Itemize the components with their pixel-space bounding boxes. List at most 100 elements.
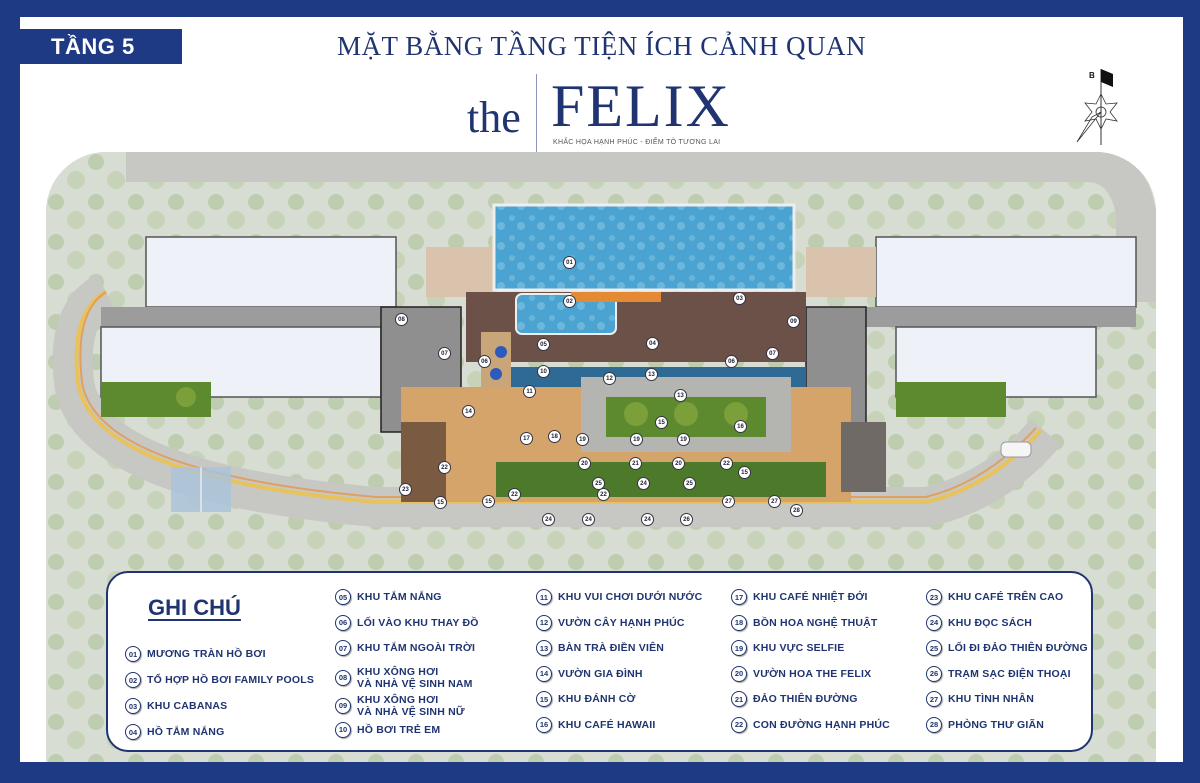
legend-label: KHU ĐÁNH CỜ xyxy=(558,693,636,705)
map-marker: 06 xyxy=(725,355,738,368)
legend-label-line: VÀ NHÀ VỆ SINH NỮ xyxy=(357,705,465,718)
legend-label-line: KHU TÌNH NHÂN xyxy=(948,693,1035,705)
brand-prefix: the xyxy=(467,93,521,142)
map-marker: 24 xyxy=(641,513,654,526)
legend-number-badge: 09 xyxy=(335,697,351,714)
legend-number-badge: 06 xyxy=(335,614,351,631)
legend-label-line: KHU VUI CHƠI DƯỚI NƯỚC xyxy=(558,591,703,603)
legend-number-badge: 20 xyxy=(731,665,747,682)
legend-label: KHU CAFÉ NHIỆT ĐỚI xyxy=(753,591,868,603)
map-marker: 06 xyxy=(478,355,491,368)
legend-label: KHU CAFÉ TRÊN CAO xyxy=(948,591,1063,603)
legend-label-line: VƯỜN GIA ĐÌNH xyxy=(558,667,643,680)
legend-number-badge: 17 xyxy=(731,589,747,605)
map-marker: 23 xyxy=(399,483,412,496)
legend-label: BÀN TRÀ ĐIỀN VIÊN xyxy=(558,642,664,654)
map-marker: 20 xyxy=(578,457,591,470)
legend-number-badge: 07 xyxy=(335,640,351,656)
legend-label-line: KHU CABANAS xyxy=(147,700,228,712)
legend-label-line: KHU ĐÁNH CỜ xyxy=(558,693,636,705)
legend-label-line: KHU XÔNG HƠI xyxy=(357,665,439,678)
legend-number-badge: 14 xyxy=(536,665,552,682)
map-marker: 18 xyxy=(548,430,561,443)
legend-label-line: KHU CAFÉ NHIỆT ĐỚI xyxy=(753,591,868,603)
legend-label: LỐI ĐI ĐẢO THIÊN ĐƯỜNG xyxy=(948,642,1088,654)
legend-label-line: PHÒNG THƯ GIÃN xyxy=(948,718,1045,731)
legend-number-badge: 03 xyxy=(125,698,141,714)
brand-divider xyxy=(536,74,537,152)
legend-item: 14 VƯỜN GIA ĐÌNH xyxy=(536,665,643,682)
map-marker: 20 xyxy=(672,457,685,470)
map-marker: 07 xyxy=(766,347,779,360)
poster-frame: TẦNG 5 MẶT BẰNG TẦNG TIỆN ÍCH CẢNH QUAN … xyxy=(20,17,1183,762)
legend-label-line: KHU VỰC SELFIE xyxy=(753,642,845,654)
legend-label: HỒ TẮM NẮNG xyxy=(147,726,224,738)
map-marker: 08 xyxy=(395,313,408,326)
legend-item: 20 VƯỜN HOA THE FELIX xyxy=(731,665,871,682)
legend-label-line: MƯƠNG TRÀN HỒ BƠI xyxy=(147,648,266,660)
legend-item: 17 KHU CAFÉ NHIỆT ĐỚI xyxy=(731,589,868,605)
map-marker: 28 xyxy=(790,504,803,517)
legend-label-line: LỐI ĐI ĐẢO THIÊN ĐƯỜNG xyxy=(948,642,1088,654)
legend-label: HỒ BƠI TRẺ EM xyxy=(357,724,440,736)
map-marker: 16 xyxy=(734,420,747,433)
map-marker: 24 xyxy=(542,513,555,526)
legend-item: 23 KHU CAFÉ TRÊN CAO xyxy=(926,589,1063,605)
legend-label-line: TRẠM SẠC ĐIỆN THOẠI xyxy=(948,667,1071,680)
map-marker: 19 xyxy=(630,433,643,446)
legend-label: KHU VỰC SELFIE xyxy=(753,642,844,654)
map-marker: 24 xyxy=(582,513,595,526)
legend-label-line: TỔ HỢP HỒ BƠI FAMILY POOLS xyxy=(147,674,315,686)
legend-label: LỐI VÀO KHU THAY ĐỒ xyxy=(357,617,479,629)
map-marker: 15 xyxy=(738,466,751,479)
map-marker: 05 xyxy=(537,338,550,351)
map-marker: 22 xyxy=(438,461,451,474)
legend-number-badge: 23 xyxy=(926,589,942,605)
map-marker: 07 xyxy=(438,347,451,360)
map-marker: 15 xyxy=(434,496,447,509)
floor-badge: TẦNG 5 xyxy=(20,29,182,64)
legend-number-badge: 25 xyxy=(926,640,942,656)
legend-label: KHU ĐỌC SÁCH xyxy=(948,617,1032,629)
map-marker: 14 xyxy=(462,405,475,418)
legend-label-line: LỐI VÀO KHU THAY ĐỒ xyxy=(357,616,479,629)
legend-item: 25 LỐI ĐI ĐẢO THIÊN ĐƯỜNG xyxy=(926,640,1088,656)
legend-number-badge: 16 xyxy=(536,716,552,733)
legend-item: 03 KHU CABANAS xyxy=(125,698,227,714)
legend-item: 11 KHU VUI CHƠI DƯỚI NƯỚC xyxy=(536,589,702,605)
map-marker: 13 xyxy=(645,368,658,381)
legend-number-badge: 21 xyxy=(731,691,747,707)
legend-number-badge: 15 xyxy=(536,691,552,707)
legend-label: KHU TÌNH NHÂN xyxy=(948,693,1034,705)
legend-label: VƯỜN HOA THE FELIX xyxy=(753,668,871,680)
legend-label-line: BÀN TRÀ ĐIỀN VIÊN xyxy=(558,642,665,654)
legend-label: KHU VUI CHƠI DƯỚI NƯỚC xyxy=(558,591,702,603)
legend-item: 28 PHÒNG THƯ GIÃN xyxy=(926,716,1044,733)
legend-number-badge: 18 xyxy=(731,614,747,631)
legend-label: KHU CABANAS xyxy=(147,700,227,712)
legend-number-badge: 24 xyxy=(926,614,942,631)
legend-label: VƯỜN CÂY HẠNH PHÚC xyxy=(558,617,685,629)
map-marker: 17 xyxy=(520,432,533,445)
legend-label: BỒN HOA NGHỆ THUẬT xyxy=(753,617,878,629)
legend-number-badge: 05 xyxy=(335,589,351,605)
legend-number-badge: 11 xyxy=(536,589,552,605)
legend-label: PHÒNG THƯ GIÃN xyxy=(948,719,1044,731)
map-marker: 27 xyxy=(722,495,735,508)
legend-number-badge: 13 xyxy=(536,640,552,656)
legend-number-badge: 10 xyxy=(335,721,351,738)
map-marker: 24 xyxy=(637,477,650,490)
legend-label: ĐẢO THIÊN ĐƯỜNG xyxy=(753,693,858,705)
floor-label: TẦNG 5 xyxy=(51,33,135,59)
legend-number-badge: 28 xyxy=(926,716,942,733)
legend-label: KHU TẮM NẮNG xyxy=(357,591,442,603)
legend-item: 18 BỒN HOA NGHỆ THUẬT xyxy=(731,614,878,631)
